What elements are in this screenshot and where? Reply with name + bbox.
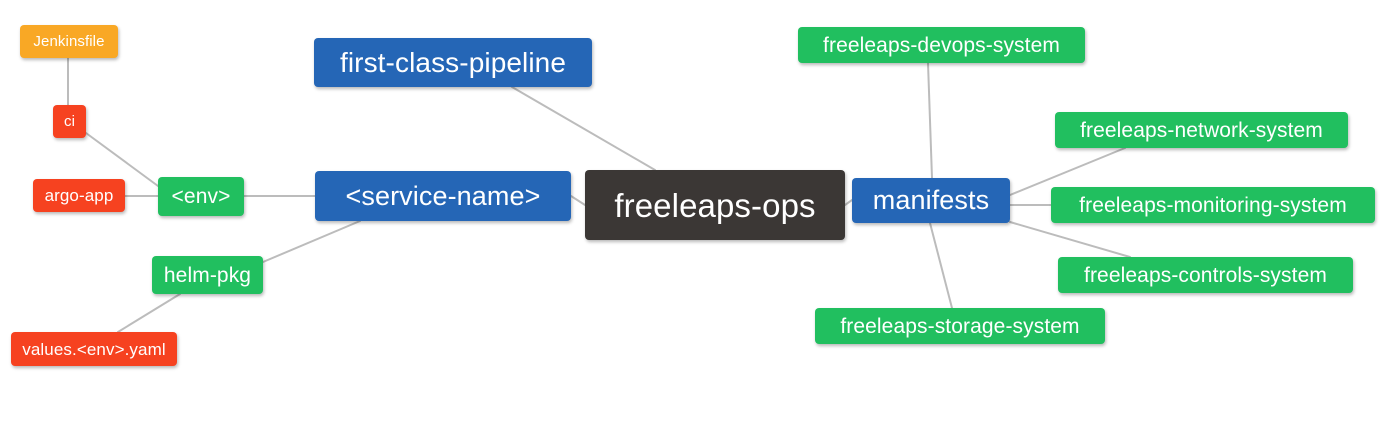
node-label: ci (63, 113, 76, 130)
node-freeleaps-storage-system[interactable]: freeleaps-storage-system (815, 308, 1105, 344)
edge-manifests-devops (927, 62, 933, 179)
node-argo-app[interactable]: argo-app (33, 179, 125, 212)
node-label: <env> (171, 185, 231, 208)
node-label: freeleaps-monitoring-system (1079, 193, 1347, 217)
node-label: helm-pkg (163, 263, 252, 287)
node-freeleaps-ops[interactable]: freeleaps-ops (585, 170, 845, 240)
node-service-name[interactable]: <service-name> (315, 171, 571, 221)
node-label: <service-name> (345, 180, 541, 211)
node-freeleaps-monitoring-system[interactable]: freeleaps-monitoring-system (1051, 187, 1375, 223)
edge-ops-first-class-pipeline (511, 86, 656, 171)
node-label: values.<env>.yaml (22, 339, 166, 359)
node-label: argo-app (44, 186, 114, 205)
node-env[interactable]: <env> (158, 177, 244, 216)
edge-service-name-helm-pkg (262, 220, 361, 263)
node-label: freeleaps-storage-system (840, 314, 1080, 338)
node-label: freeleaps-devops-system (823, 33, 1060, 57)
node-label: first-class-pipeline (339, 46, 567, 78)
node-label: freeleaps-network-system (1080, 118, 1323, 142)
node-values-env-yaml[interactable]: values.<env>.yaml (11, 332, 177, 366)
node-label: freeleaps-controls-system (1084, 263, 1327, 287)
node-label: freeleaps-ops (614, 186, 816, 224)
node-freeleaps-network-system[interactable]: freeleaps-network-system (1055, 112, 1348, 148)
edge-ops-service-name (570, 195, 586, 206)
node-freeleaps-controls-system[interactable]: freeleaps-controls-system (1058, 257, 1353, 293)
node-label: Jenkinsfile (33, 33, 105, 50)
edge-helm-pkg-values (117, 293, 181, 333)
node-manifests[interactable]: manifests (852, 178, 1010, 223)
node-label: manifests (872, 185, 990, 215)
edge-ops-manifests (844, 199, 853, 206)
node-first-class-pipeline[interactable]: first-class-pipeline (314, 38, 592, 87)
node-freeleaps-devops-system[interactable]: freeleaps-devops-system (798, 27, 1085, 63)
edge-manifests-storage (929, 222, 953, 309)
edge-manifests-controls (1009, 221, 1131, 258)
node-helm-pkg[interactable]: helm-pkg (152, 256, 263, 294)
node-ci[interactable]: ci (53, 105, 86, 138)
node-jenkinsfile[interactable]: Jenkinsfile (20, 25, 118, 58)
